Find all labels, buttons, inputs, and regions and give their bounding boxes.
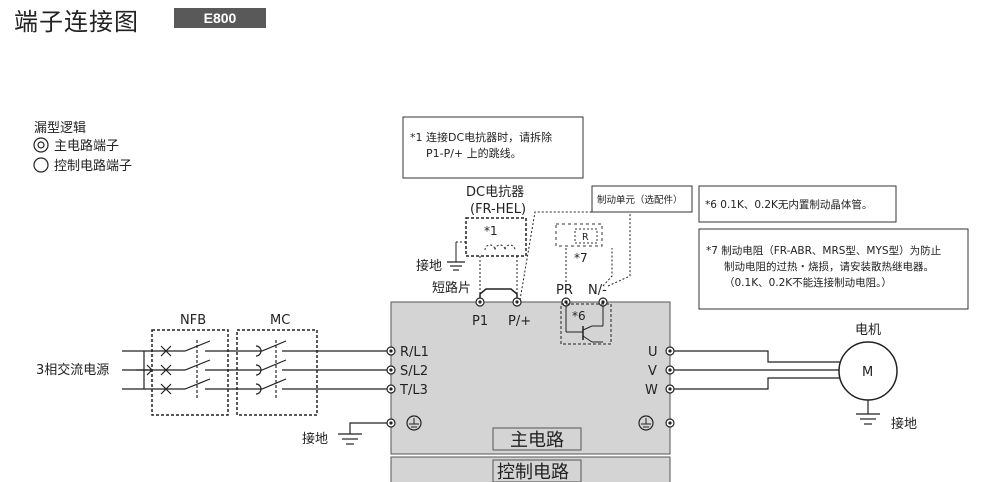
jumper-label: 短路片	[432, 280, 471, 296]
brake-unit-box: 制动单元（选配件）	[591, 185, 693, 213]
mc-label: MC	[270, 313, 290, 328]
brake-resistor: R *7	[519, 211, 631, 301]
note-6-text: *6 0.1K、0.2K无内置制动晶体管。	[705, 198, 872, 211]
terminal-s-label: S/L2	[400, 364, 428, 379]
dc-terminals: 短路片 P1 P/+ PR N/-	[432, 280, 608, 329]
terminal-p-plus-label: P/+	[508, 314, 531, 329]
control-circuit-label: 控制电路	[497, 462, 569, 482]
reactor-ground-label: 接地	[416, 258, 442, 274]
note-7-line3: （0.1K、0.2K不能连接制动电阻。）	[724, 276, 892, 289]
note-1-line2: P1-P/+ 上的跳线。	[426, 146, 522, 160]
main-terminal-symbol-inner	[37, 141, 45, 149]
reactor-coil-icon	[484, 244, 516, 251]
terminal-p1-label: P1	[472, 314, 488, 329]
note-6: *6 0.1K、0.2K无内置制动晶体管。	[698, 185, 897, 223]
motor-label: 电机	[855, 323, 881, 338]
main-circuit-label: 主电路	[510, 430, 564, 451]
model-badge: E800	[174, 8, 266, 28]
panel-ground-symbol-right-icon	[638, 415, 654, 431]
jumper-icon	[479, 288, 518, 302]
note-6-mark: *6	[572, 309, 586, 323]
main-terminal-symbol-icon	[33, 137, 49, 153]
note-1-line1: *1 连接DC电抗器时，请拆除	[410, 130, 552, 144]
motor-symbol: M	[862, 365, 873, 380]
dc-reactor: DC电抗器 (FR-HEL) *1 接地	[416, 185, 527, 302]
terminal-n-minus-label: N/-	[588, 283, 607, 298]
legend: 漏型逻辑 主电路端子 控制电路端子	[33, 120, 132, 174]
input-side: 3相交流电源 NFB MC R/L1 S/L2 T/L3	[36, 313, 429, 447]
brake-unit-label: 制动单元（选配件）	[597, 194, 683, 206]
terminal-t-label: T/L3	[399, 383, 428, 398]
note-1-mark: *1	[484, 224, 498, 238]
motor-ground-label: 接地	[891, 416, 917, 432]
legend-main-circuit: 主电路端子	[54, 138, 119, 154]
legend-control-circuit: 控制电路端子	[54, 158, 132, 174]
output-side: U V W 电机 M 接地	[638, 323, 917, 432]
nfb-breaker	[151, 329, 229, 416]
dc-reactor-label: DC电抗器	[466, 185, 524, 200]
power-source-label: 3相交流电源	[36, 362, 109, 378]
panel-ground-symbol-left-icon	[406, 415, 422, 431]
note-7-line2: 制动电阻的过热・烧损，请安装散热继电器。	[724, 260, 934, 273]
legend-title: 漏型逻辑	[34, 120, 86, 136]
terminal-w-label: W	[645, 383, 658, 398]
note-1: *1 连接DC电抗器时，请拆除 P1-P/+ 上的跳线。	[402, 116, 584, 179]
page-title: 端子连接图	[14, 8, 139, 36]
resistor-label: R	[582, 232, 589, 243]
input-ground-label: 接地	[302, 431, 328, 447]
terminal-r-label: R/L1	[400, 345, 429, 360]
terminal-v-label: V	[648, 364, 657, 379]
nfb-label: NFB	[180, 313, 206, 328]
note-7-line1: *7 制动电阻（FR-ABR、MRS型、MYS型）为防止	[706, 244, 941, 257]
note-7: *7 制动电阻（FR-ABR、MRS型、MYS型）为防止 制动电阻的过热・烧损，…	[698, 228, 969, 310]
terminal-u-label: U	[648, 345, 658, 360]
dc-reactor-model: (FR-HEL)	[470, 202, 526, 217]
note-7-mark: *7	[574, 251, 588, 265]
brake-transistor: *6	[560, 303, 612, 345]
control-terminal-symbol-icon	[33, 157, 49, 173]
terminal-pr-label: PR	[556, 283, 573, 298]
mc-contactor	[236, 329, 318, 416]
